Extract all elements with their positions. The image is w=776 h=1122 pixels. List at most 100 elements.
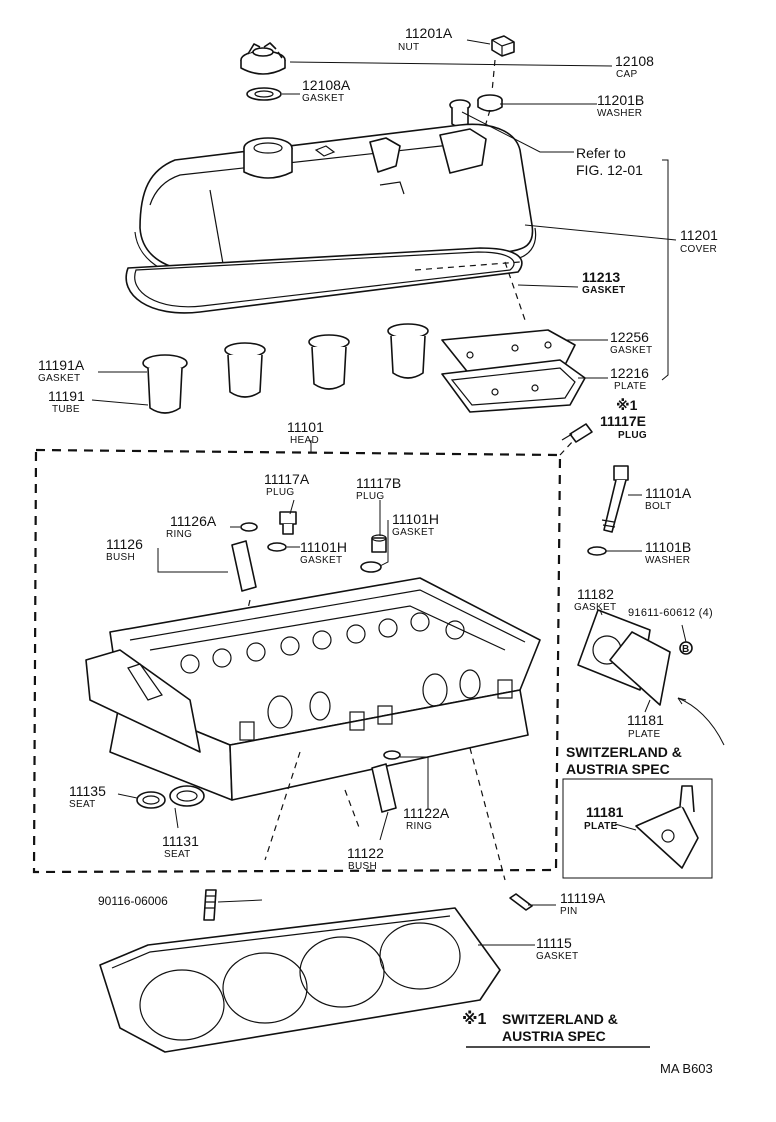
plate-181-spec-drawing — [635, 785, 699, 869]
plate-top-drawing — [441, 359, 586, 413]
switzerland-spec-box — [562, 778, 713, 879]
seat-131-drawing — [169, 785, 205, 807]
label-washer-top: 11201B WASHER — [597, 92, 644, 119]
label-stud: 90116-06006 — [98, 894, 168, 908]
label-plate-181: 11181 PLATE — [627, 712, 664, 740]
svg-text:12108A: 12108A — [302, 77, 351, 93]
svg-text:GASKET: GASKET — [610, 345, 652, 356]
stud-drawing — [203, 889, 217, 921]
label-bush-122: 11122 BUSH — [347, 845, 384, 872]
label-plug-b: 11117B PLUG — [356, 475, 401, 502]
svg-text:11131: 11131 — [162, 833, 199, 849]
svg-text:TUBE: TUBE — [52, 404, 80, 415]
plug-a-drawing — [279, 511, 297, 535]
washer-top-drawing — [477, 94, 503, 112]
svg-text:AUSTRIA SPEC: AUSTRIA SPEC — [566, 761, 670, 777]
ring-122a-drawing — [383, 750, 401, 760]
svg-text:COVER: COVER — [680, 244, 717, 255]
svg-text:Refer to: Refer to — [576, 145, 626, 161]
label-bush-126: 11126 BUSH — [106, 536, 143, 563]
nut-drawing — [491, 35, 515, 57]
label-ring-126a: 11126A RING — [166, 513, 217, 540]
label-cover-gasket: 11213 GASKET — [582, 269, 625, 296]
head-drawing — [85, 577, 541, 801]
label-washer-b: 11101B WASHER — [645, 539, 691, 566]
svg-text:11201B: 11201B — [597, 92, 644, 108]
label-ring-122a: 11122A RING — [403, 805, 450, 832]
label-tube-gasket: 11191A GASKET — [38, 357, 85, 384]
svg-text:11181: 11181 — [586, 804, 624, 820]
svg-text:FIG. 12-01: FIG. 12-01 — [576, 162, 643, 178]
label-refer: Refer to FIG. 12-01 — [576, 145, 643, 178]
svg-text:SWITZERLAND &: SWITZERLAND & — [566, 744, 682, 760]
svg-text:11101A: 11101A — [645, 485, 692, 501]
svg-text:11101H: 11101H — [392, 511, 439, 527]
label-seat-135: 11135 SEAT — [69, 783, 106, 810]
svg-text:SEAT: SEAT — [164, 849, 191, 860]
svg-text:※1: ※1 — [462, 1010, 487, 1028]
cover-gasket-drawing — [125, 247, 526, 321]
svg-text:GASKET: GASKET — [38, 373, 80, 384]
cap-drawing — [240, 42, 286, 75]
svg-text:11126: 11126 — [106, 536, 143, 552]
svg-text:12108: 12108 — [615, 53, 654, 69]
svg-text:11182: 11182 — [577, 586, 614, 602]
svg-text:PLATE: PLATE — [628, 729, 660, 740]
svg-text:11122A: 11122A — [403, 805, 450, 821]
svg-text:SWITZERLAND &: SWITZERLAND & — [502, 1011, 618, 1027]
svg-text:11122: 11122 — [347, 845, 384, 861]
label-tube: 11191 TUBE — [48, 388, 85, 415]
seat-135-drawing — [136, 791, 166, 809]
svg-text:11135: 11135 — [69, 783, 106, 799]
plug-b-drawing — [371, 534, 387, 553]
svg-text:PLATE: PLATE — [584, 821, 618, 832]
svg-text:MA B603: MA B603 — [660, 1061, 713, 1076]
svg-text:WASHER: WASHER — [597, 108, 642, 119]
label-bolt-qty: 91611-60612 (4) — [628, 607, 713, 619]
label-plate-gasket: 12256 GASKET — [610, 329, 652, 356]
svg-text:11201: 11201 — [680, 227, 718, 243]
svg-text:BUSH: BUSH — [348, 861, 377, 872]
svg-text:CAP: CAP — [616, 69, 637, 80]
cover-bolt-drawing — [449, 99, 471, 128]
label-pin: 11119A PIN — [560, 890, 606, 917]
svg-text:11117E: 11117E — [600, 413, 646, 429]
label-note-marker: ※1 — [616, 397, 638, 413]
label-plate-top: 12216 PLATE — [610, 365, 649, 392]
gasket-h-drawing — [267, 542, 382, 573]
label-plug-e: 11117E PLUG — [600, 413, 647, 441]
label-head-gasket: 11115 GASKET — [536, 935, 578, 962]
svg-text:11191A: 11191A — [38, 357, 85, 373]
label-cover: 11201 COVER — [680, 227, 718, 255]
leader-lines — [91, 39, 687, 946]
bush-122-drawing — [371, 763, 397, 813]
ring-126a-drawing — [240, 522, 258, 532]
svg-text:90116-06006: 90116-06006 — [98, 894, 168, 908]
svg-text:11119A: 11119A — [560, 890, 606, 906]
svg-text:GASKET: GASKET — [300, 555, 342, 566]
head-gasket-drawing — [99, 907, 501, 1053]
svg-text:11101H: 11101H — [300, 539, 347, 555]
label-nut: 11201A NUT — [398, 25, 453, 53]
footnote: ※1 SWITZERLAND & AUSTRIA SPEC — [462, 1010, 650, 1048]
svg-text:NUT: NUT — [398, 42, 419, 53]
svg-text:B: B — [682, 644, 690, 655]
label-gasket-h1: 11101H GASKET — [300, 539, 347, 566]
svg-text:11126A: 11126A — [170, 513, 217, 529]
svg-text:11201A: 11201A — [405, 25, 453, 41]
svg-text:12256: 12256 — [610, 329, 649, 345]
bolt-drawing — [601, 465, 629, 533]
label-plug-a: 11117A PLUG — [264, 471, 310, 498]
label-gasket-h2: 11101H GASKET — [392, 511, 439, 538]
svg-text:GASKET: GASKET — [302, 93, 344, 104]
head-assembly-box — [32, 448, 562, 874]
svg-text:PLUG: PLUG — [356, 491, 384, 502]
svg-text:PLUG: PLUG — [266, 487, 294, 498]
svg-text:AUSTRIA SPEC: AUSTRIA SPEC — [502, 1028, 606, 1044]
bush-126-drawing — [231, 540, 257, 592]
cover-drawing — [134, 123, 537, 281]
svg-text:11181: 11181 — [627, 712, 664, 728]
washer-b-drawing — [587, 546, 607, 556]
svg-text:GASKET: GASKET — [574, 602, 616, 613]
